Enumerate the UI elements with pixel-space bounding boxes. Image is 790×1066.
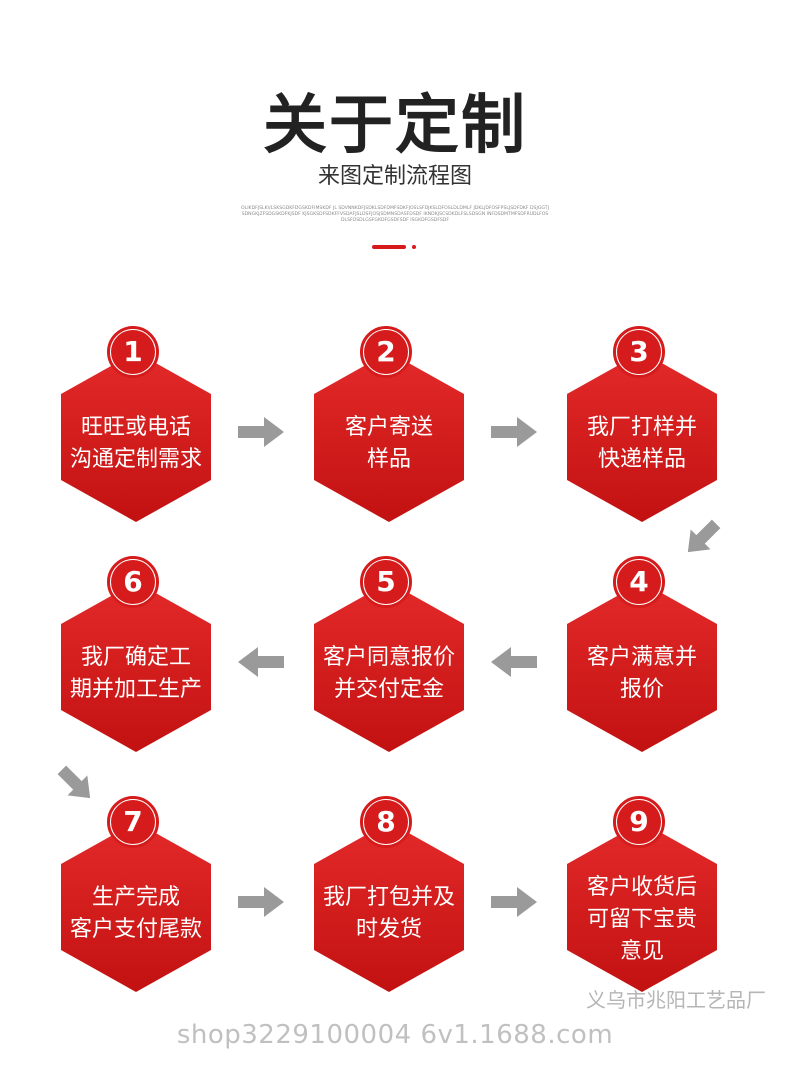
step-line: 我厂打包并及 [322,885,455,910]
hexagon-shape [567,582,717,752]
step-line: 沟通定制需求 [69,447,202,472]
step-description: 客户寄送 样品 [314,412,464,476]
step-line: 旺旺或电话 [80,415,191,440]
step-9: 9 客户收货后 可留下宝贵 意见 [567,796,717,992]
hexagon-shape [314,582,464,752]
step-number: 3 [617,330,661,374]
step-1: 1 旺旺或电话 沟通定制需求 [61,326,211,522]
step-line: 快递样品 [597,447,686,472]
page-subtitle: 来图定制流程图 [317,164,472,189]
step-line: 生产完成 [91,885,180,910]
step-number: 7 [111,800,155,844]
step-line: 时发货 [355,917,422,942]
title-accent-dot [412,245,416,249]
step-line: 客户满意并 [586,645,697,670]
decorative-fine-print: OLIKDFJSLKVLSKSGDKFDGSKDFIMSKDF JL SDVNN… [241,206,549,223]
step-description: 生产完成 客户支付尾款 [61,882,211,946]
hexagon-shape [61,582,211,752]
step-number: 1 [111,330,155,374]
step-number: 6 [111,560,155,604]
page-title: 关于定制 [263,89,527,163]
step-line: 客户寄送 [344,415,433,440]
step-line: 可留下宝贵 [586,907,697,932]
step-description: 客户同意报价 并交付定金 [314,642,464,706]
step-3: 3 我厂打样并 快递样品 [567,326,717,522]
step-number: 9 [617,800,661,844]
step-5: 5 客户同意报价 并交付定金 [314,556,464,752]
step-description: 我厂打样并 快递样品 [567,412,717,476]
step-4: 4 客户满意并 报价 [567,556,717,752]
step-line: 并交付定金 [333,677,444,702]
hexagon-shape [61,822,211,992]
step-line: 报价 [619,677,664,702]
hexagon-shape [314,352,464,522]
step-6: 6 我厂确定工 期并加工生产 [61,556,211,752]
step-description: 旺旺或电话 沟通定制需求 [61,412,211,476]
hexagon-shape [567,352,717,522]
arrow-down-right-icon [57,765,91,799]
arrow-right-icon [238,417,284,447]
step-number: 4 [617,560,661,604]
title-accent-dash [372,245,406,249]
step-description: 我厂确定工 期并加工生产 [61,642,211,706]
watermark-shop-url: shop3229100004 6v1.1688.com [176,1020,614,1050]
step-description: 客户满意并 报价 [567,642,717,706]
step-line: 我厂确定工 [80,645,191,670]
arrow-right-icon [238,887,284,917]
step-2: 2 客户寄送 样品 [314,326,464,522]
step-8: 8 我厂打包并及 时发货 [314,796,464,992]
hexagon-shape [567,822,717,992]
step-line: 我厂打样并 [586,415,697,440]
step-line: 客户同意报价 [322,645,455,670]
arrow-right-icon [491,887,537,917]
step-number: 5 [364,560,408,604]
step-number: 2 [364,330,408,374]
arrow-left-icon [491,647,537,677]
hexagon-shape [61,352,211,522]
step-number: 8 [364,800,408,844]
watermark-shop-name: 义乌市兆阳工艺品厂 [586,988,766,1012]
step-line: 期并加工生产 [69,677,202,702]
step-7: 7 生产完成 客户支付尾款 [61,796,211,992]
step-description: 我厂打包并及 时发货 [314,882,464,946]
arrow-left-icon [238,647,284,677]
arrow-right-icon [491,417,537,447]
step-description: 客户收货后 可留下宝贵 意见 [567,872,717,968]
step-line: 样品 [366,447,411,472]
step-line: 客户支付尾款 [69,917,202,942]
hexagon-shape [314,822,464,992]
step-line: 客户收货后 [586,875,697,900]
arrow-down-left-icon [687,519,721,553]
step-line: 意见 [619,939,664,964]
